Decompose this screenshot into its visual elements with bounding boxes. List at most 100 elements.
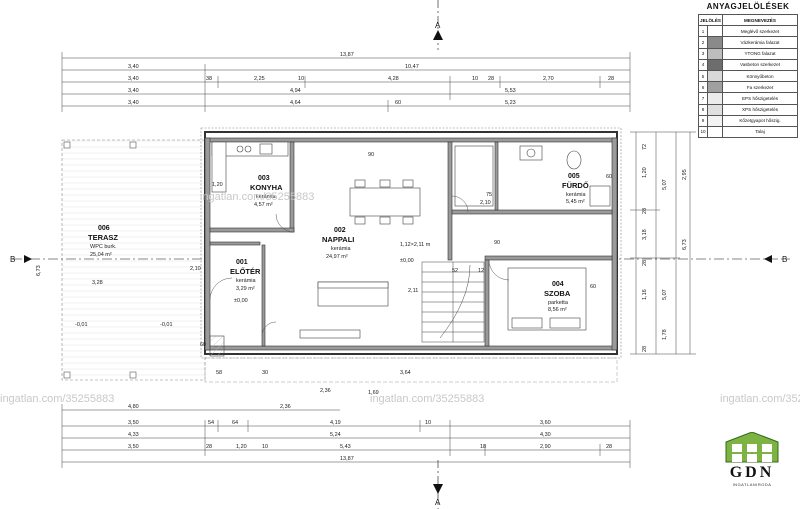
svg-text:5,07: 5,07 [662,289,668,300]
svg-text:60: 60 [606,174,612,180]
svg-text:5,07: 5,07 [662,179,668,190]
legend-row-number: 5 [698,69,708,83]
svg-text:90: 90 [494,240,500,246]
dim-bottom-4-e: 5,43 [340,444,351,450]
dim-top-5-a: 3,40 [128,100,139,106]
dim-bottom-4-a: 3,50 [128,444,139,450]
dining-table [349,179,421,225]
dim-bottom-4-d: 10 [262,444,268,450]
svg-text:58: 58 [216,370,222,376]
legend-swatch [707,103,723,116]
svg-text:5,45 m²: 5,45 m² [566,199,585,205]
svg-text:001: 001 [236,259,248,266]
dim-top-3-f: 10 [472,76,478,82]
dim-top-4-b: 4,94 [290,88,301,94]
terrace-area [61,139,206,381]
entrance-step [209,335,225,357]
legend-title: ANYAGJELÖLÉSEK [706,2,790,11]
dim-bottom-4-c: 1,20 [236,444,247,450]
svg-text:004: 004 [552,281,564,288]
svg-text:1,20: 1,20 [212,182,223,188]
svg-text:2,11: 2,11 [408,288,418,294]
room-006-terrace: 006 TERASZ WPC burk. 25,04 m² [88,225,118,258]
dim-top-5-d: 5,23 [505,100,516,106]
dim-top-5-c: 60 [395,100,401,106]
section-marker-a-top: A [433,0,443,50]
dim-top-2-right: 10,47 [405,64,419,70]
interior-walls [204,137,618,351]
svg-text:12: 12 [478,268,484,274]
bathroom-fixtures [454,145,611,207]
svg-text:1,69: 1,69 [368,390,379,396]
legend-row-number: 6 [698,81,708,94]
svg-text:30: 30 [262,370,268,376]
interior-dimensions: 1,20 2,10 1,12×2,11 m 2,11 2,10 75 90 90… [92,152,612,396]
dim-top-3-b: 38 [206,76,212,82]
dim-top-2-left: 3,40 [128,64,139,70]
legend-row-number: 3 [698,47,708,60]
gdn-logo: GDN INGATLANIRODA [712,431,792,500]
terrace-columns [63,141,137,379]
dim-top-3-a: 3,40 [128,76,139,82]
legend-swatch [707,114,723,127]
svg-text:kerámia: kerámia [236,278,257,284]
svg-text:1,20: 1,20 [642,167,648,178]
svg-text:3,64: 3,64 [400,370,411,376]
svg-text:28: 28 [642,260,648,266]
legend-row-name: Kőzetgyapot hőszig. [722,114,798,127]
dimensions-right-labels: 72 1,20 28 3,18 28 1,16 28 5,07 6,73 5,0… [36,144,688,352]
legend-row-name: YTONG falazat [722,47,798,60]
legend-row-name: Meglévő szerkezet [722,25,798,38]
svg-text:75: 75 [486,192,492,198]
legend-row: 6 Fa szerkezet [698,81,798,94]
legend-row-name: Könnyűbeton [722,69,798,83]
room-001-entrance: 001 ELŐTÉR kerámia 3,29 m² [230,259,261,292]
legend-row: 10 Talaj [698,125,798,139]
dimensions-right [630,131,696,355]
legend-row-name: Vázkerámia falazat [722,36,798,49]
tv-unit [299,329,361,339]
dim-bottom-1-left: 4,80 [128,404,139,410]
legend-row-name: XPS hőszigetelés [722,103,798,116]
svg-text:60: 60 [590,284,596,290]
dim-bottom-2-f: 3,60 [540,420,551,426]
legend-row-number: 9 [698,114,708,127]
level-marks: ±0,00 ±0,00 -0,01 -0,01 [75,258,414,328]
legend-swatch [707,47,723,60]
svg-text:72: 72 [642,144,648,150]
svg-text:3,18: 3,18 [642,229,648,240]
dim-bottom-total: 13,87 [340,456,354,462]
svg-text:B: B [782,255,787,264]
svg-text:28: 28 [642,208,648,214]
bed [507,267,587,331]
svg-text:-0,01: -0,01 [160,322,173,328]
legend-swatch [707,58,723,71]
dimensions-bottom [61,404,631,468]
section-marker-a-bottom: A [433,460,443,509]
dim-bottom-4-f: 18 [480,444,486,450]
door-swings [209,195,510,337]
svg-text:parketta: parketta [548,300,569,306]
svg-text:ingatlan.com/35255883: ingatlan.com/35255883 [370,393,484,405]
svg-text:6,73: 6,73 [682,239,688,250]
svg-text:B: B [10,255,15,264]
room-002-living: 002 NAPPALI kerámia 24,97 m² [322,227,354,260]
svg-text:kerámia: kerámia [566,192,587,198]
legend-row-number: 10 [698,125,708,139]
legend-row-name: Vasbeton szerkezet [722,58,798,71]
dim-top-total: 13,87 [340,52,354,58]
legend-row-number: 4 [698,58,708,71]
legend-row-number: 7 [698,92,708,105]
logo-subtitle: INGATLANIRODA [732,482,772,487]
dim-bottom-2-e: 10 [425,420,431,426]
svg-text:90: 90 [368,152,374,158]
svg-text:003: 003 [258,175,270,182]
svg-text:-0,01: -0,01 [75,322,88,328]
legend-row-name: Talaj [722,125,798,139]
legend-row-name: Fa szerkezet [722,81,798,94]
legend-row: 5 Könnyűbeton [698,69,798,83]
